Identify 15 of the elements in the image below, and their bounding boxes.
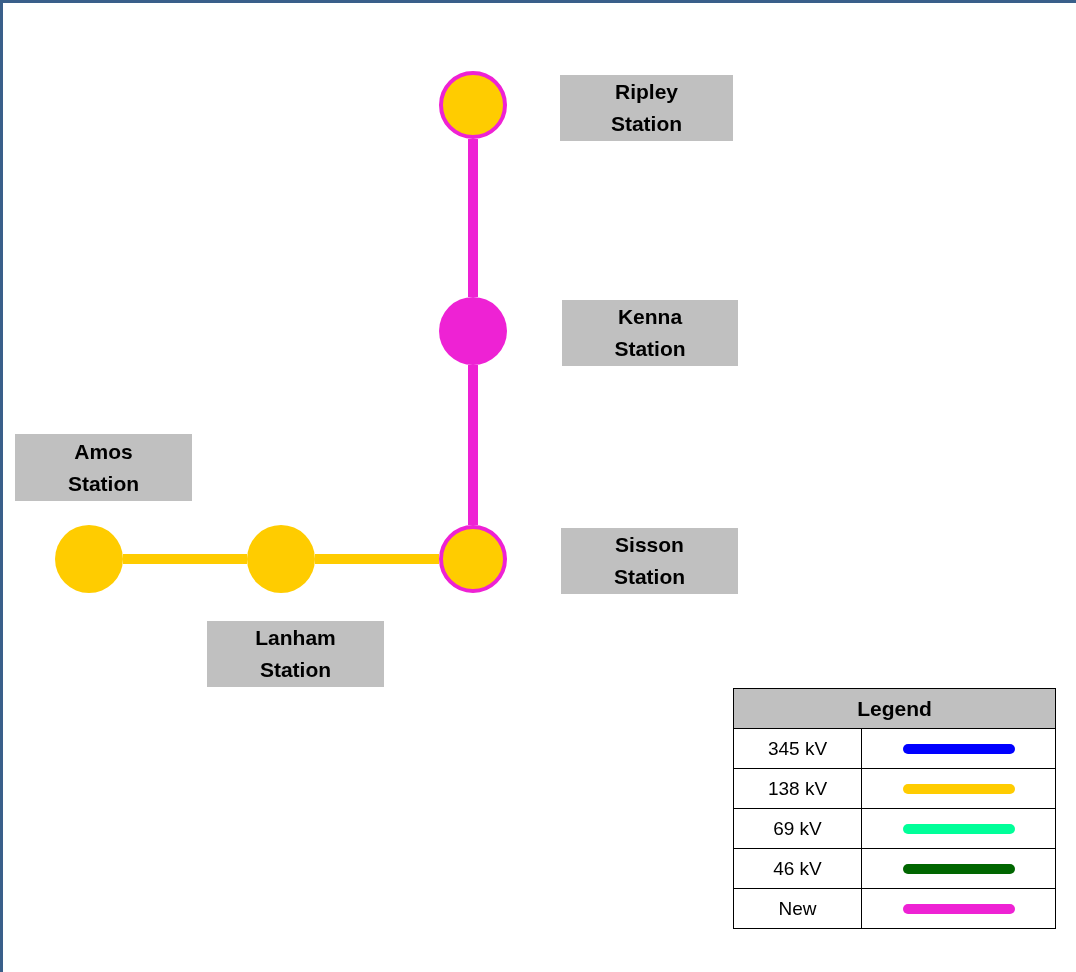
station-label: Lanham Station xyxy=(207,621,384,687)
station-label: Ripley Station xyxy=(560,75,733,141)
station-label: Sisson Station xyxy=(561,528,738,594)
power-line xyxy=(468,139,478,297)
power-line xyxy=(468,365,478,525)
legend-label: New xyxy=(733,888,862,929)
station-label: Amos Station xyxy=(15,434,192,501)
power-line xyxy=(315,554,439,564)
station-label: Kenna Station xyxy=(562,300,738,366)
power-line xyxy=(123,554,247,564)
legend-label: 138 kV xyxy=(733,768,862,809)
legend-label: 69 kV xyxy=(733,808,862,849)
legend-header: Legend xyxy=(733,688,1056,729)
legend-label: 345 kV xyxy=(733,728,862,769)
legend-label: 46 kV xyxy=(733,848,862,889)
